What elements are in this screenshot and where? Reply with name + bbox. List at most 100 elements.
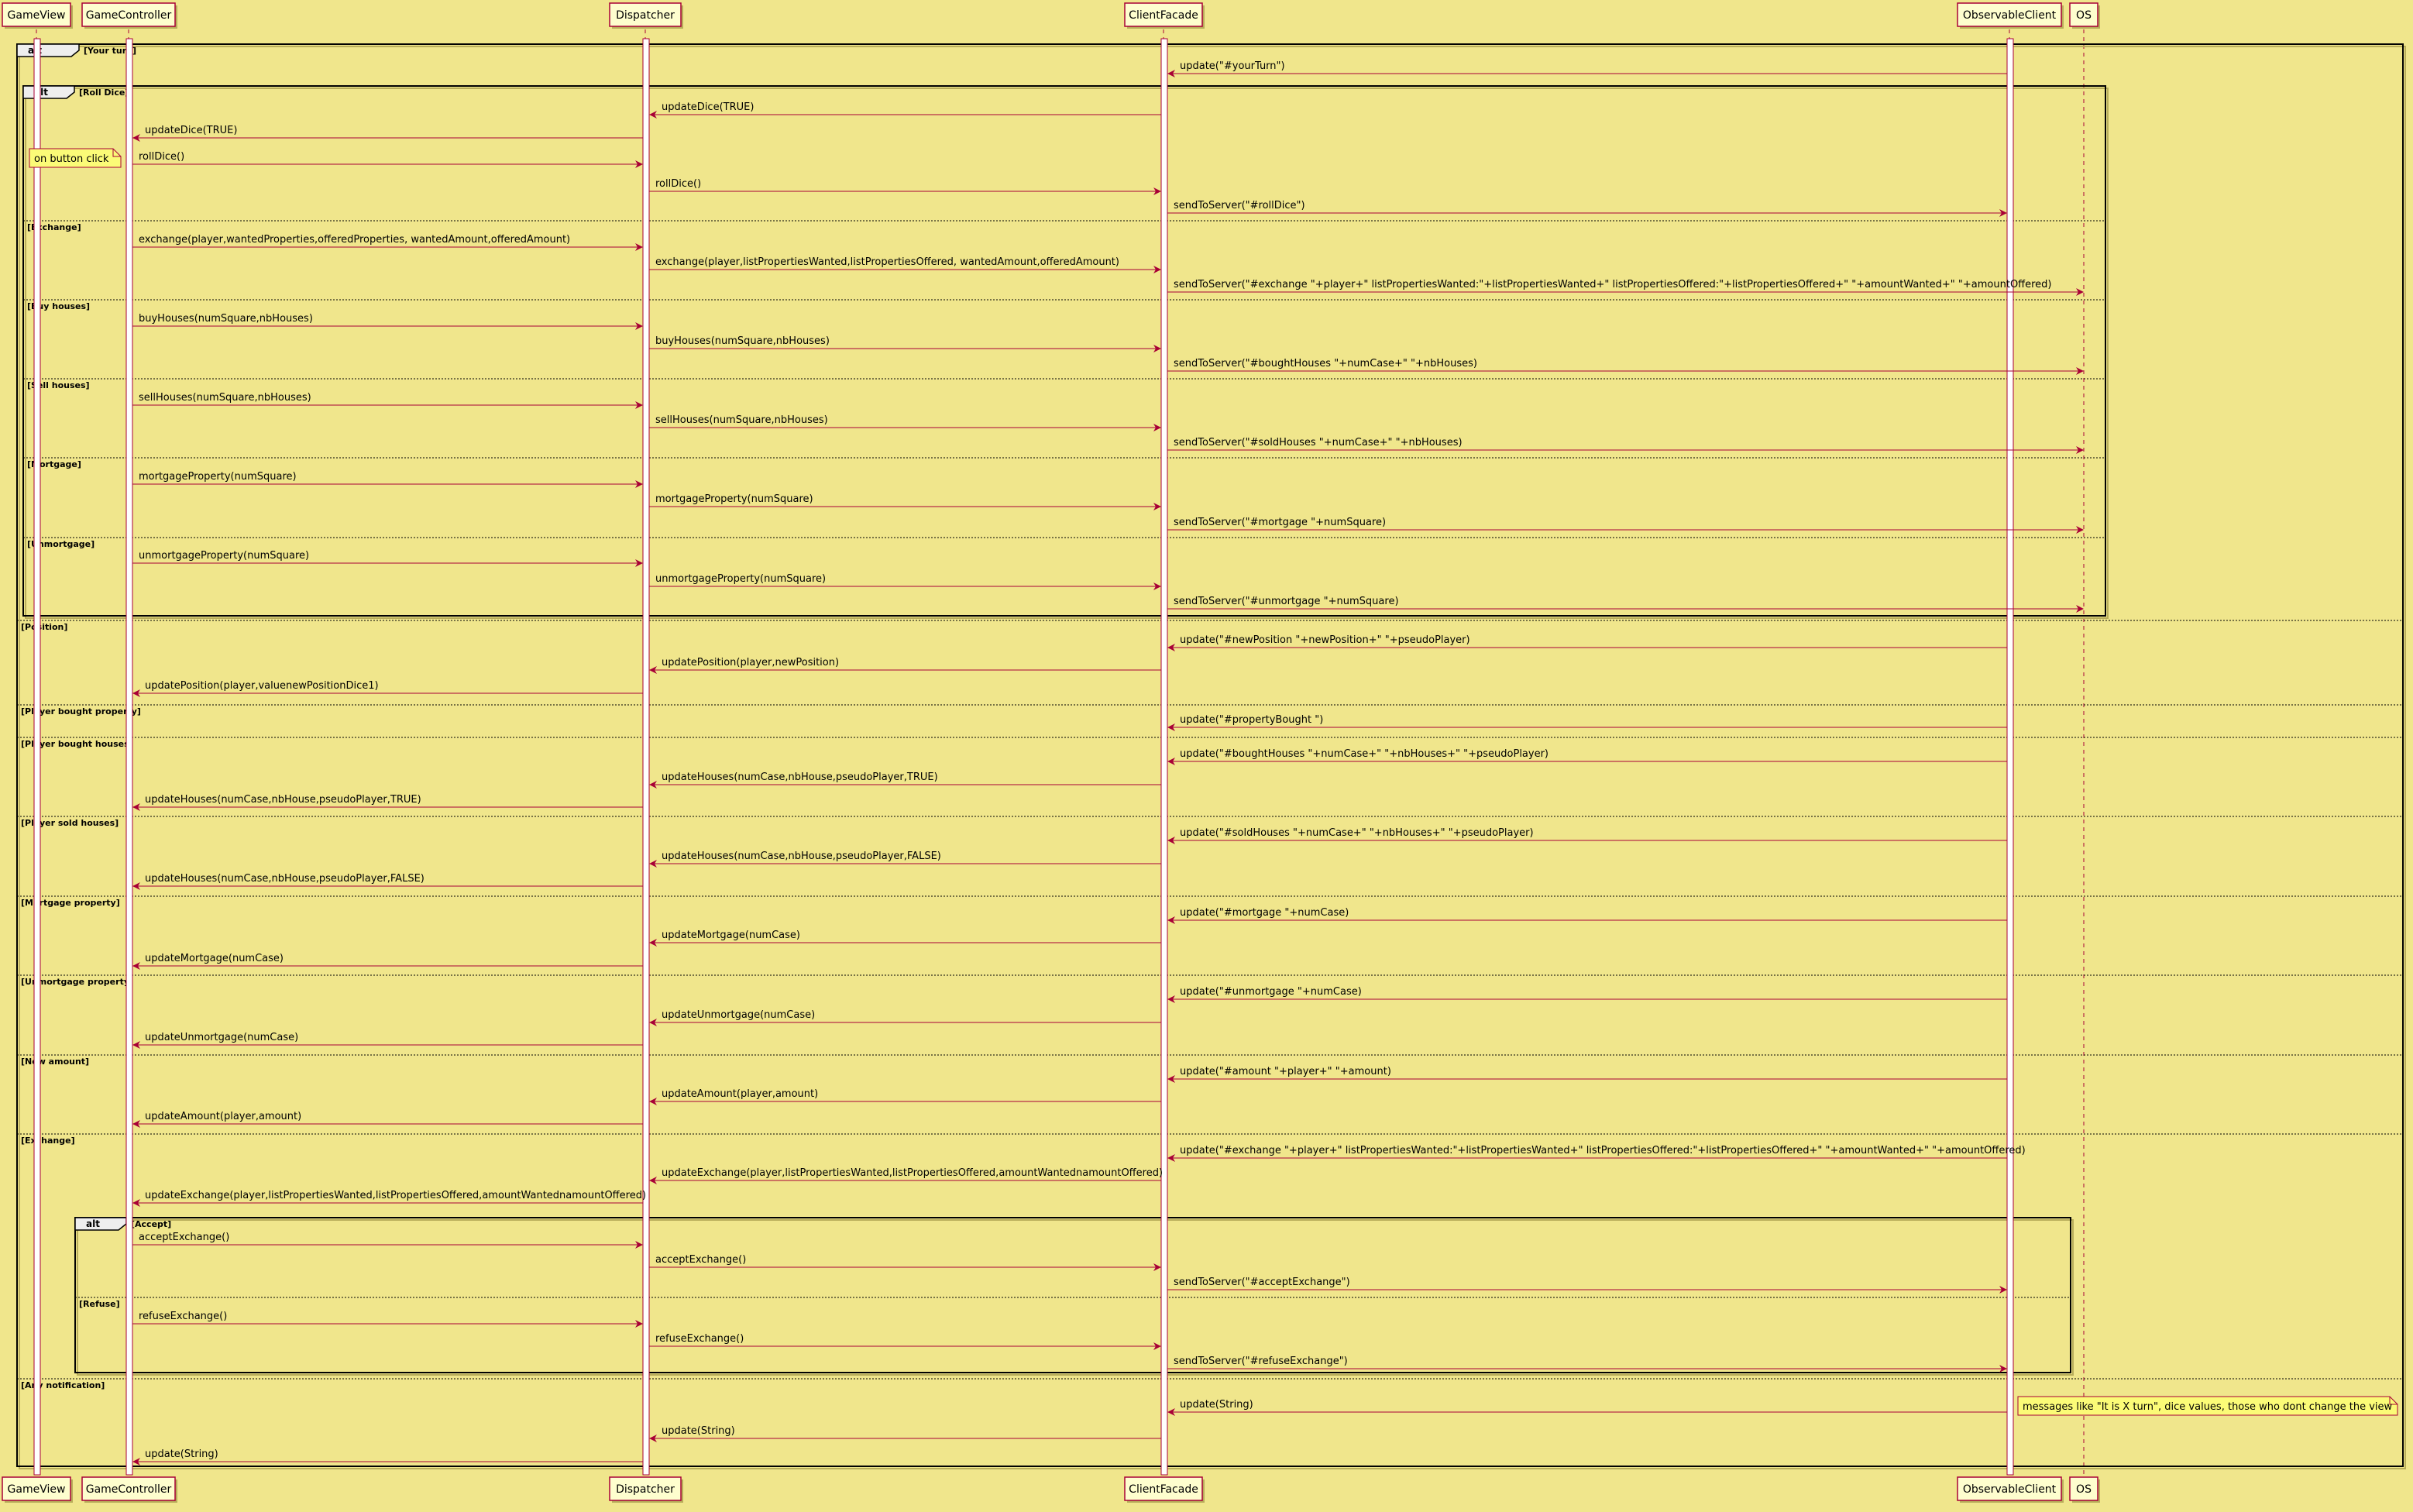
message-50: update(String): [649, 1425, 1161, 1442]
message-label: buyHouses(numSquare,nbHouses): [139, 313, 313, 325]
participant-os-top[interactable]: OS: [2069, 2, 2100, 29]
message-48: sendToServer("#refuseExchange"): [1167, 1356, 2007, 1373]
message-label: updateDice(TRUE): [662, 101, 754, 113]
participant-os-bottom[interactable]: OS: [2069, 1476, 2100, 1503]
frame-guard: [Player sold houses]: [21, 818, 119, 828]
message-label: updateExchange(player,listPropertiesWant…: [662, 1167, 1163, 1179]
participant-label: OS: [2076, 9, 2092, 22]
message-label: acceptExchange(): [655, 1254, 746, 1266]
frame-operator-label: alt: [86, 1218, 100, 1229]
participant-label: GameView: [8, 1483, 66, 1496]
message-11: sendToServer("#boughtHouses "+numCase+" …: [1167, 358, 2084, 375]
message-label: mortgageProperty(numSquare): [139, 471, 297, 483]
activation-cf: [1160, 38, 1168, 1476]
message-38: updateAmount(player,amount): [649, 1088, 1161, 1105]
message-label: unmortgageProperty(numSquare): [139, 550, 309, 562]
frame-guard: [Your turn]: [84, 46, 136, 56]
message-label: sendToServer("#refuseExchange"): [1174, 1356, 1348, 1367]
frame-guard: [Buy houses]: [27, 301, 90, 311]
message-49: update(String): [1167, 1399, 2007, 1416]
message-label: update("#soldHouses "+numCase+" "+nbHous…: [1180, 827, 1534, 839]
frame-outer-alt: alt [Your turn] [Position] [Player bought p…: [16, 43, 2406, 1469]
message-23: updatePosition(player,valuenewPositionDi…: [132, 680, 643, 697]
frame-accept-alt: alt[Accept][Refuse]: [74, 1217, 2074, 1376]
message-label: update("#unmortgage "+numCase): [1180, 986, 1362, 998]
participant-dp-top[interactable]: Dispatcher: [609, 2, 683, 29]
participant-gc-top[interactable]: GameController: [81, 2, 177, 29]
participant-oc-top[interactable]: ObservableClient: [1957, 2, 2064, 29]
message-21: update("#newPosition "+newPosition+" "+p…: [1167, 634, 2007, 651]
message-label: updateUnmortgage(numCase): [145, 1032, 298, 1043]
participant-gv-bottom[interactable]: GameView: [2, 1476, 73, 1503]
frame-guard: [New amount]: [21, 1057, 89, 1067]
message-label: updatePosition(player,valuenewPositionDi…: [145, 680, 379, 692]
message-42: updateExchange(player,listPropertiesWant…: [132, 1190, 646, 1207]
frame-guard: [Position]: [21, 622, 67, 632]
message-label: buyHouses(numSquare,nbHouses): [655, 335, 830, 347]
message-label: updatePosition(player,newPosition): [662, 657, 839, 668]
note-text: messages like "It is X turn", dice value…: [2023, 1401, 2393, 1413]
message-34: update("#unmortgage "+numCase): [1167, 986, 2007, 1003]
message-17: sendToServer("#mortgage "+numSquare): [1167, 517, 2084, 534]
message-8: sendToServer("#exchange "+player+" listP…: [1167, 279, 2084, 296]
message-9: buyHouses(numSquare,nbHouses): [132, 313, 643, 330]
message-0: update("#yourTurn"): [1167, 60, 2007, 77]
message-16: mortgageProperty(numSquare): [649, 493, 1161, 510]
participant-gc-bottom[interactable]: GameController: [81, 1476, 177, 1503]
frame-guard: [Sell houses]: [27, 380, 90, 390]
participant-cf-top[interactable]: ClientFacade: [1124, 2, 1205, 29]
message-label: update(String): [1180, 1399, 1253, 1411]
message-46: refuseExchange(): [132, 1311, 643, 1328]
message-label: refuseExchange(): [655, 1333, 744, 1345]
frame-guard: [Roll Dice]: [79, 88, 129, 98]
frame-guard: [Player bought property]: [21, 706, 141, 716]
participant-label: ClientFacade: [1129, 1483, 1198, 1496]
message-label: update("#boughtHouses "+numCase+" "+nbHo…: [1180, 748, 1549, 760]
message-39: updateAmount(player,amount): [132, 1111, 643, 1128]
message-label: update("#mortgage "+numCase): [1180, 907, 1349, 919]
message-label: update("#propertyBought "): [1180, 714, 1323, 726]
participant-label: Dispatcher: [616, 9, 675, 22]
activation-dp: [642, 38, 650, 1476]
message-label: sellHouses(numSquare,nbHouses): [139, 392, 311, 404]
message-label: updateHouses(numCase,nbHouse,pseudoPlaye…: [145, 873, 425, 885]
participant-dp-bottom[interactable]: Dispatcher: [609, 1476, 683, 1503]
message-31: update("#mortgage "+numCase): [1167, 907, 2007, 924]
message-40: update("#exchange "+player+" listPropert…: [1167, 1145, 2026, 1162]
message-15: mortgageProperty(numSquare): [132, 471, 643, 488]
message-18: unmortgageProperty(numSquare): [132, 550, 643, 567]
message-35: updateUnmortgage(numCase): [649, 1009, 1161, 1026]
message-label: update(String): [145, 1448, 218, 1460]
activation-oc: [2006, 38, 2014, 1476]
message-10: buyHouses(numSquare,nbHouses): [649, 335, 1161, 352]
message-label: update(String): [662, 1425, 735, 1437]
message-30: updateHouses(numCase,nbHouse,pseudoPlaye…: [132, 873, 643, 890]
message-22: updatePosition(player,newPosition): [649, 657, 1161, 674]
message-4: rollDice(): [649, 178, 1161, 195]
frame-guard: [Mortgage property]: [21, 898, 120, 908]
participant-label: ClientFacade: [1129, 9, 1198, 22]
participant-label: Dispatcher: [616, 1483, 675, 1496]
message-label: sendToServer("#exchange "+player+" listP…: [1174, 279, 2052, 290]
message-13: sellHouses(numSquare,nbHouses): [649, 414, 1161, 431]
message-label: acceptExchange(): [139, 1232, 229, 1243]
message-41: updateExchange(player,listPropertiesWant…: [649, 1167, 1163, 1184]
message-28: update("#soldHouses "+numCase+" "+nbHous…: [1167, 827, 2007, 844]
participant-gv-top[interactable]: GameView: [2, 2, 73, 29]
note-1: messages like "It is X turn", dice value…: [2017, 1396, 2398, 1416]
note-text: on button click: [34, 153, 109, 165]
note-0: on button click: [29, 148, 122, 168]
activation-gc: [125, 38, 133, 1476]
message-label: exchange(player,listPropertiesWanted,lis…: [655, 256, 1119, 268]
frame-guard: [Exchange]: [21, 1136, 75, 1146]
participant-label: GameView: [8, 9, 66, 22]
message-43: acceptExchange(): [132, 1232, 643, 1249]
message-label: sellHouses(numSquare,nbHouses): [655, 414, 828, 426]
message-12: sellHouses(numSquare,nbHouses): [132, 392, 643, 409]
message-label: unmortgageProperty(numSquare): [655, 573, 826, 585]
participant-cf-bottom[interactable]: ClientFacade: [1124, 1476, 1205, 1503]
participant-oc-bottom[interactable]: ObservableClient: [1957, 1476, 2064, 1503]
message-label: updateMortgage(numCase): [662, 930, 800, 941]
message-label: sendToServer("#rollDice"): [1174, 200, 1305, 211]
